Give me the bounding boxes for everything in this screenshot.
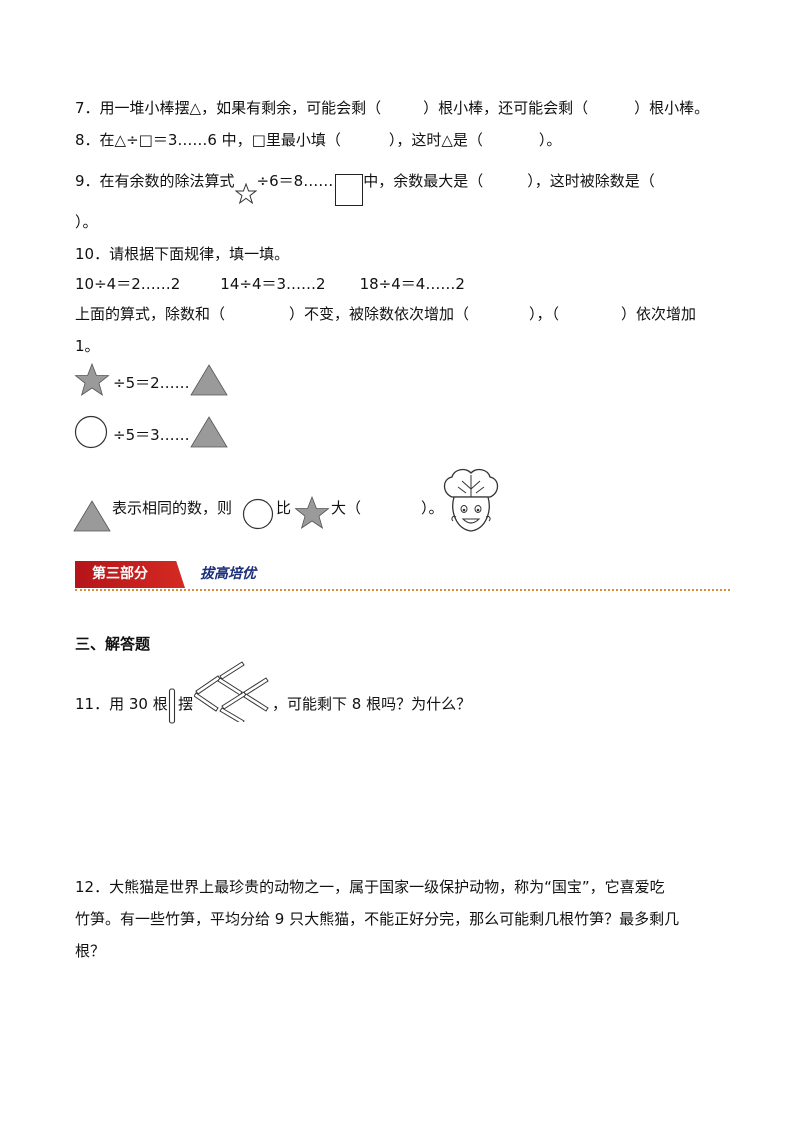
q10-line-a: 上面的算式，除数和（ ）不变，被除数依次增加（ ），（ ）依次增加 (75, 304, 696, 324)
q10-final-text-1: 表示相同的数，则 (112, 499, 233, 517)
q7-text-2: ）根小棒，还可能会剩（ (423, 99, 589, 117)
q11-text-2: 摆 (178, 695, 194, 713)
q12-line-2: 竹笋。有一些竹笋，平均分给 9 只大熊猫，不能正好分完，那么可能剩几根竹笋？最多… (75, 910, 680, 928)
section-label: 第三部分 (92, 566, 148, 582)
q12-line-3: 根？ (75, 942, 106, 960)
star-equation: ÷5＝2…… (113, 374, 190, 392)
q7-text-1: 7．用一堆小棒摆△，如果有剩余，可能会剩（ (75, 99, 382, 117)
q11-text-1: 11．用 30 根 (75, 695, 168, 713)
q10-a-1: 上面的算式，除数和（ (75, 305, 226, 323)
gray-triangle-icon (73, 500, 111, 532)
q10-eq-1: 10÷4＝2……2 (75, 275, 181, 293)
q10-final-line: 大（ ）。 (331, 498, 444, 518)
q10-final-text-2: 比 (276, 499, 292, 517)
q10-a-2: ）不变，被除数依次增加（ (289, 305, 470, 323)
q9-text-4: ），这时被除数是（ (527, 172, 655, 190)
q9-continuation: ）。 (75, 213, 98, 231)
section-divider (75, 589, 730, 591)
matchstick-triangles-icon (194, 661, 269, 722)
q8-text-1: 8．在△÷□＝3……6 中，□里最小填（ (75, 131, 341, 149)
gray-star-icon (74, 363, 110, 396)
q7-text-3: ）根小棒。 (634, 99, 710, 117)
q10-a-4: ）依次增加 (621, 305, 697, 323)
question-8: 8．在△÷□＝3……6 中，□里最小填（ ），这时△是（ ）。 (75, 130, 561, 150)
circle-icon (242, 498, 274, 530)
circle-equation: ÷5＝3…… (113, 426, 190, 444)
circle-icon (74, 415, 108, 449)
section-sublabel: 拔高培优 (200, 566, 256, 582)
cabbage-cartoon-icon (443, 468, 499, 532)
q10-title: 10．请根据下面规律，填一填。 (75, 245, 290, 263)
question-9: 9．在有余数的除法算式 ÷6＝8…… 中，余数最大是（ ），这时被除数是（ (75, 171, 655, 206)
q9-text-3: 中，余数最大是（ (363, 172, 484, 190)
gray-triangle-icon (190, 364, 228, 396)
q8-text-2: ），这时△是（ (388, 131, 483, 149)
question-7: 7．用一堆小棒摆△，如果有剩余，可能会剩（ ）根小棒，还可能会剩（ ）根小棒。 (75, 98, 709, 118)
gray-triangle-icon (190, 416, 228, 448)
q10-eq-2: 14÷4＝3……2 (220, 275, 326, 293)
gray-star-icon (294, 496, 330, 529)
section-band (75, 561, 185, 588)
q12-line-1: 12．大熊猫是世界上最珍贵的动物之一，属于国家一级保护动物，称为“国宝”，它喜爱… (75, 878, 665, 896)
q11-text-3: ，可能剩下 8 根吗？为什么？ (272, 695, 472, 713)
part3-heading: 三、解答题 (75, 635, 151, 653)
q8-text-3: ）。 (538, 131, 562, 149)
stick-icon (168, 688, 176, 724)
q9-text-2: ÷6＝8…… (256, 172, 334, 190)
q10-eq-3: 18÷4＝4……2 (359, 275, 465, 293)
q10-line-b: 1。 (75, 337, 100, 355)
q10-a-3: ），（ (529, 305, 560, 323)
q10-equations: 10÷4＝2……2 14÷4＝3……2 18÷4＝4……2 (75, 274, 465, 294)
q10-final-text-3: 大（ (331, 499, 362, 517)
q10-final-text-4: ）。 (421, 499, 444, 517)
q9-text-1: 9．在有余数的除法算式 (75, 172, 235, 190)
